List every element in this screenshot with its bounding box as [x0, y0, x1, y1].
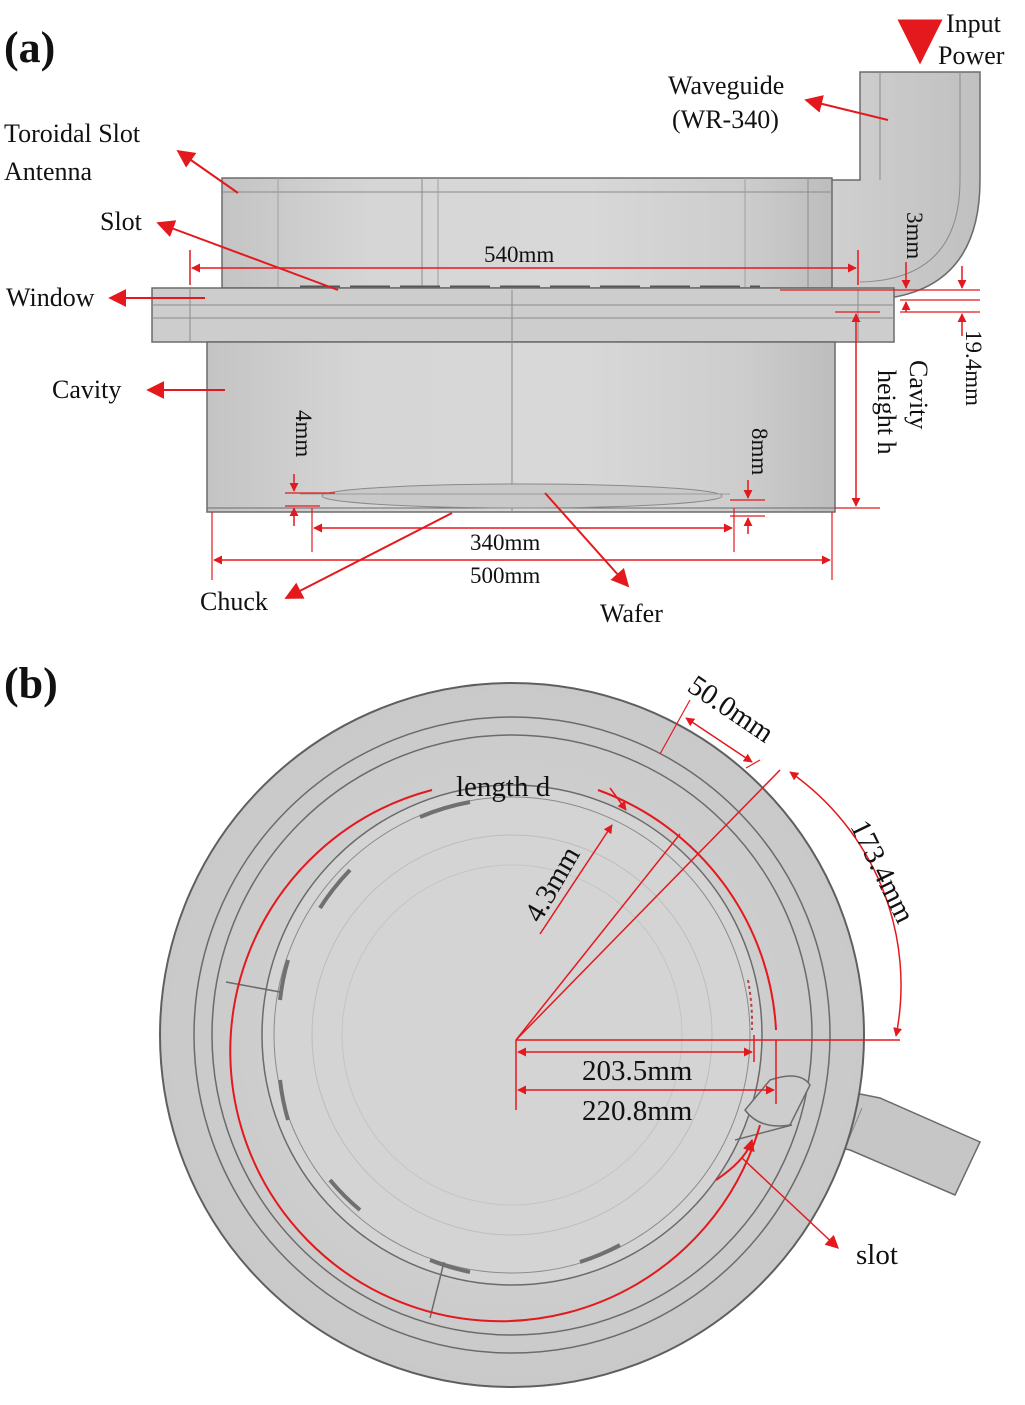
panel-a-label: (a) [4, 23, 56, 72]
dim-4-label: 4mm [291, 410, 316, 457]
window-label: Window [6, 283, 95, 312]
input-power-label-1: Input [946, 9, 1002, 38]
panel-b-annotations [515, 699, 902, 1249]
input-power-label-2: Power [938, 41, 1005, 70]
dim-203-5-label: 203.5mm [582, 1055, 693, 1087]
toroidal-antenna-label-1: Toroidal Slot [4, 119, 141, 148]
cavity-label: Cavity [52, 375, 121, 404]
antenna-cylinder [221, 177, 833, 289]
length-d-label: length d [456, 771, 551, 803]
waveguide-label-1: Waveguide [668, 71, 784, 100]
slot-track [273, 796, 751, 1274]
wafer-label: Wafer [600, 599, 663, 628]
dim-540-label: 540mm [484, 242, 554, 267]
dim-173-4-label: 173.4mm [844, 815, 921, 929]
panel-a-drawing: Input Power Waveguide (WR-340) Toroidal … [4, 9, 1005, 628]
chuck-label: Chuck [200, 587, 268, 616]
antenna-ring-inner [261, 784, 763, 1286]
panel-b-drawing: length d 203.5mm 220.8mm slot 50.0mm 4.3… [159, 669, 982, 1388]
slot-label-b: slot [856, 1239, 898, 1271]
inner-circle-1 [311, 834, 713, 1236]
dim-340-label: 340mm [470, 530, 540, 555]
dim-500-label: 500mm [470, 563, 540, 588]
slot-label-a: Slot [100, 207, 143, 236]
toroidal-antenna-label-2: Antenna [4, 157, 93, 186]
dim-3-label: 3mm [902, 212, 927, 259]
waveguide-label-2: (WR-340) [672, 105, 779, 134]
panel-b-label: (b) [4, 659, 58, 708]
inner-circle-2 [341, 864, 683, 1206]
cavity-height-label-2: height h [872, 370, 901, 455]
cavity-height-label-1: Cavity [904, 360, 933, 429]
length-d-arc [229, 789, 761, 1323]
dim-19-4-label: 19.4mm [961, 330, 986, 406]
slot-segments [278, 800, 754, 1274]
panel-a-annotations [108, 19, 980, 599]
window-plate [151, 287, 895, 343]
dim-220-8-label: 220.8mm [582, 1095, 693, 1127]
dim-8-label: 8mm [747, 428, 772, 475]
cavity-cylinder [206, 290, 836, 513]
